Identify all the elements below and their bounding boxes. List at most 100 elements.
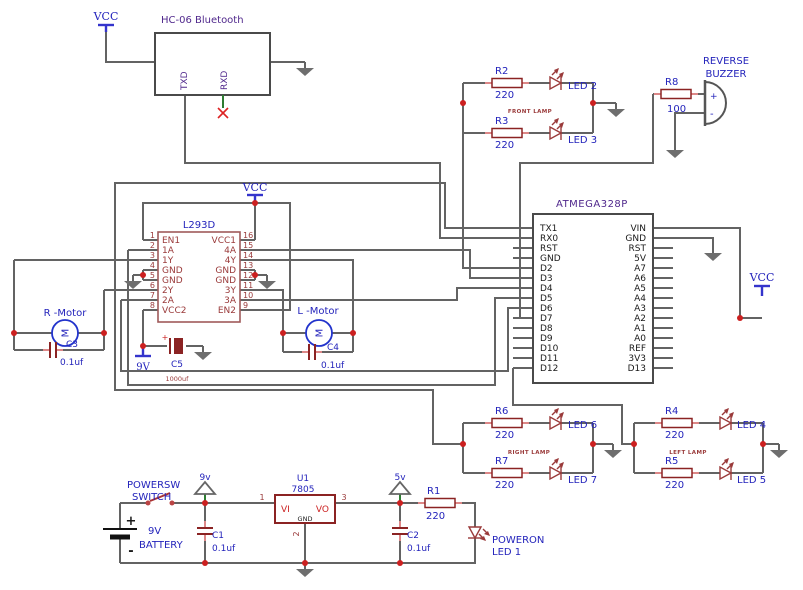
l293d-num-15: 15: [243, 241, 253, 250]
atmega-pin-vin: VIN: [630, 224, 646, 234]
u1-ref: U1: [297, 474, 309, 484]
c1-name: C1: [212, 531, 224, 541]
9v-supply-arrow-icon: [194, 481, 216, 502]
junction-dot: [590, 441, 596, 447]
r1-value: 220: [426, 511, 445, 522]
atmega-pin-tx1: TX1: [539, 224, 557, 234]
led5-label: LED 5: [737, 475, 766, 486]
ground-icon: [665, 143, 685, 159]
c2-name: C2: [407, 531, 419, 541]
l293d-pin-4y: 4Y: [225, 256, 237, 266]
c5-plate-thick: [174, 338, 183, 354]
led3-label: LED 3: [568, 135, 597, 146]
junction-dot: [460, 100, 466, 106]
ground-icon: [603, 443, 623, 459]
switch-label-2: SWITCH: [132, 492, 171, 503]
l293d-num-14: 14: [243, 251, 253, 260]
c4-value: 0.1uf: [321, 361, 345, 371]
l293d-pin-3y: 3Y: [225, 286, 237, 296]
switch-label-1: POWERSW: [127, 480, 180, 491]
atmega-pin-ref: REF: [629, 344, 646, 354]
led6-label: LED 6: [568, 420, 597, 431]
front-lamp-label: FRONT LAMP: [508, 109, 552, 115]
l293d-num-5: 5: [150, 271, 155, 280]
l293d-num-16: 16: [243, 231, 253, 240]
left-lamp-circuit: R4 220 LED 4 R5 220 LED 5 LEFT LAMP: [654, 406, 766, 491]
led7-label: LED 7: [568, 475, 597, 486]
hc06-title: HC-06 Bluetooth: [161, 15, 244, 26]
l293d-num-2: 2: [150, 241, 155, 250]
r2-name: R2: [495, 66, 508, 77]
l293d-num-3: 3: [150, 251, 155, 260]
atmega-pin-d3: D3: [540, 274, 553, 284]
l293d-pin-1a: 1A: [162, 246, 175, 256]
c4-name: C4: [327, 343, 339, 353]
resistor-r3-icon: [484, 127, 530, 139]
atmega-pin-d10: D10: [540, 344, 559, 354]
l293d-num-6: 6: [150, 281, 155, 290]
led2-icon: [549, 67, 565, 91]
vcc-label-mcu: VCC: [749, 271, 775, 284]
c5-name: C5: [171, 360, 183, 370]
supply-symbols: VCC VCC VCC 9V 9v 5v: [93, 10, 775, 502]
u1-part: 7805: [292, 485, 315, 495]
led4-label: LED 4: [737, 420, 766, 431]
atmega-pin-rst-l: RST: [540, 244, 558, 254]
right-motor-label: R -Motor: [44, 308, 88, 319]
atmega-pin-a6: A6: [634, 274, 646, 284]
r4-name: R4: [665, 406, 678, 417]
junction-dot: [302, 560, 308, 566]
led7-icon: [549, 457, 565, 481]
atmega-pin-d2: D2: [540, 264, 553, 274]
atmega-pin-d9: D9: [540, 334, 553, 344]
switch-pole: [145, 500, 151, 506]
buzzer-body-icon: [704, 80, 727, 126]
l293d-pin-gnd13: GND: [215, 266, 236, 276]
r8-value: 100: [667, 104, 686, 115]
atmega-pin-rst-r: RST: [629, 244, 647, 254]
ground-icon: [257, 274, 277, 290]
led4-icon: [719, 407, 735, 431]
atmega-pin-d5: D5: [540, 294, 553, 304]
atmega-pin-d8: D8: [540, 324, 553, 334]
l293d-pin-3a: 3A: [224, 296, 237, 306]
atmega-pin-d13: D13: [628, 364, 646, 374]
atmega-pin-a1: A1: [634, 324, 646, 334]
u1-num-3: 3: [341, 493, 346, 502]
junction-dot: [460, 441, 466, 447]
r5-name: R5: [665, 456, 678, 467]
atmega-pin-3v3: 3V3: [628, 354, 646, 364]
junction-dot: [140, 272, 146, 278]
l293d-pin-en2: EN2: [218, 306, 236, 316]
capacitor-c5: + C5 1000uf: [162, 333, 190, 383]
atmega-pin-a7: A7: [634, 264, 646, 274]
r1-name: R1: [427, 486, 440, 497]
junction-dot: [280, 330, 286, 336]
atmega-ic: ATMEGA328P TX1 RX0 RST GND D2 D3 D4 D5 D…: [532, 199, 654, 384]
capacitor-c1-icon: [196, 520, 214, 542]
l293d-num-4: 4: [150, 261, 155, 270]
l293d-pin-vcc1: VCC1: [212, 236, 236, 246]
wires: [13, 30, 779, 564]
junction-dot: [11, 330, 17, 336]
atmega-pin-5v: 5V: [634, 254, 647, 264]
r5-value: 220: [665, 480, 684, 491]
battery-plus: +: [126, 514, 137, 529]
junction-dot: [737, 315, 743, 321]
u1-pin-vi: VI: [281, 505, 290, 515]
atmega-pin-rx0: RX0: [540, 234, 558, 244]
5v-supply-arrow-icon: [389, 481, 411, 502]
l293d-num-8: 8: [150, 301, 155, 310]
u1-regulator: U1 7805 VI VO GND 1 3 2: [259, 474, 346, 537]
l293d-title: L293D: [183, 220, 216, 231]
l293d-num-1: 1: [150, 231, 155, 240]
atmega-pin-a0: A0: [634, 334, 646, 344]
c2-value: 0.1uf: [407, 544, 431, 554]
r2-value: 220: [495, 90, 514, 101]
buzzer-circuit: R8 100 + - REVERSE BUZZER: [653, 56, 749, 126]
capacitor-c2-icon: [391, 520, 409, 542]
buzzer-label-1: REVERSE: [703, 56, 749, 67]
right-motor: R -Motor C3 0.1uf: [42, 308, 88, 368]
junction-dot: [202, 560, 208, 566]
